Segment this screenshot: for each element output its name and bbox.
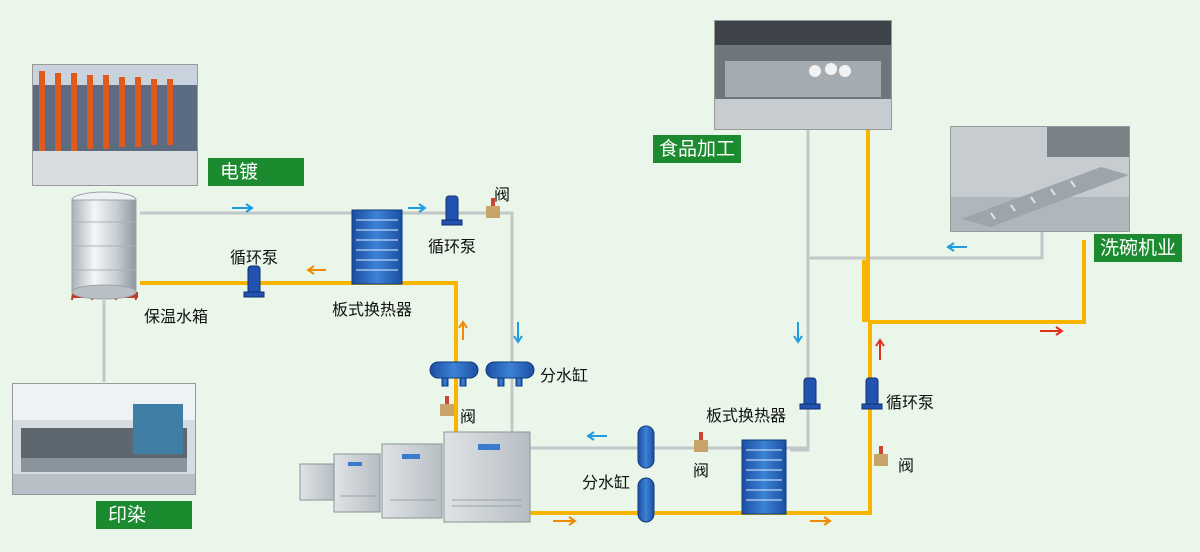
tag-dishwasher: 洗碗机业 — [1094, 234, 1183, 262]
insulated-tank — [71, 191, 138, 301]
label-insulated-tank: 保温水箱 — [144, 307, 209, 326]
arrow-blue-5 — [793, 322, 803, 344]
heat-pump-units — [299, 431, 531, 523]
label-valve-top: 阀 — [494, 185, 511, 204]
valve-right-icon — [874, 446, 888, 466]
pump-right-icon — [861, 377, 883, 410]
manifold-top-right — [485, 361, 535, 387]
valve-top-icon — [486, 198, 500, 218]
arrow-orange-4 — [810, 516, 832, 526]
arrow-blue-4 — [586, 431, 607, 441]
label-manifold-top: 分水缸 — [540, 366, 589, 385]
arrow-blue-3 — [513, 322, 523, 344]
arrow-red-2 — [1040, 326, 1064, 336]
plate-heat-exchanger-top — [351, 209, 403, 285]
cold-pipe-food-down — [790, 128, 810, 452]
label-pump-right: 循环泵 — [886, 393, 935, 412]
label-valve-bottom: 阀 — [693, 461, 710, 480]
plate-heat-exchanger-bottom — [741, 439, 787, 515]
label-valve-right: 阀 — [898, 456, 915, 475]
tag-dyeing: 印染 — [96, 501, 192, 529]
tag-electroplating: 电镀 — [208, 158, 304, 186]
arrow-red-1 — [875, 338, 885, 360]
label-plate-hx-bottom: 板式换热器 — [706, 406, 787, 425]
pump-tank-icon — [243, 265, 265, 298]
label-pump-top: 循环泵 — [428, 237, 477, 256]
dishwasher-photo — [950, 126, 1130, 232]
manifold-top-left — [429, 361, 479, 387]
pump-hx-icon — [799, 377, 821, 410]
valve-bottom-icon — [694, 432, 708, 452]
arrow-orange-1 — [306, 265, 326, 275]
arrow-orange-3 — [553, 516, 577, 526]
label-plate-hx-top: 板式换热器 — [332, 300, 413, 319]
label-pump-tank: 循环泵 — [230, 248, 279, 267]
manifold-bottom-lower — [637, 477, 655, 523]
dyeing-photo — [12, 383, 196, 495]
label-manifold-bottom: 分水缸 — [582, 473, 631, 492]
electroplating-photo — [32, 64, 198, 186]
arrow-blue-2 — [408, 203, 427, 213]
manifold-bottom-upper — [637, 425, 655, 469]
valve-mid-icon — [440, 396, 454, 416]
pump-top-icon — [441, 195, 463, 226]
label-valve-mid: 阀 — [460, 407, 477, 426]
cold-pipe-dish-return — [808, 230, 1044, 260]
arrow-blue-1 — [232, 203, 254, 213]
arrow-blue-6 — [946, 242, 967, 252]
tag-food-processing: 食品加工 — [653, 135, 742, 163]
food-processing-photo — [714, 20, 892, 130]
hot-pipe-tank-out — [140, 281, 458, 440]
arrow-orange-2 — [458, 320, 468, 340]
